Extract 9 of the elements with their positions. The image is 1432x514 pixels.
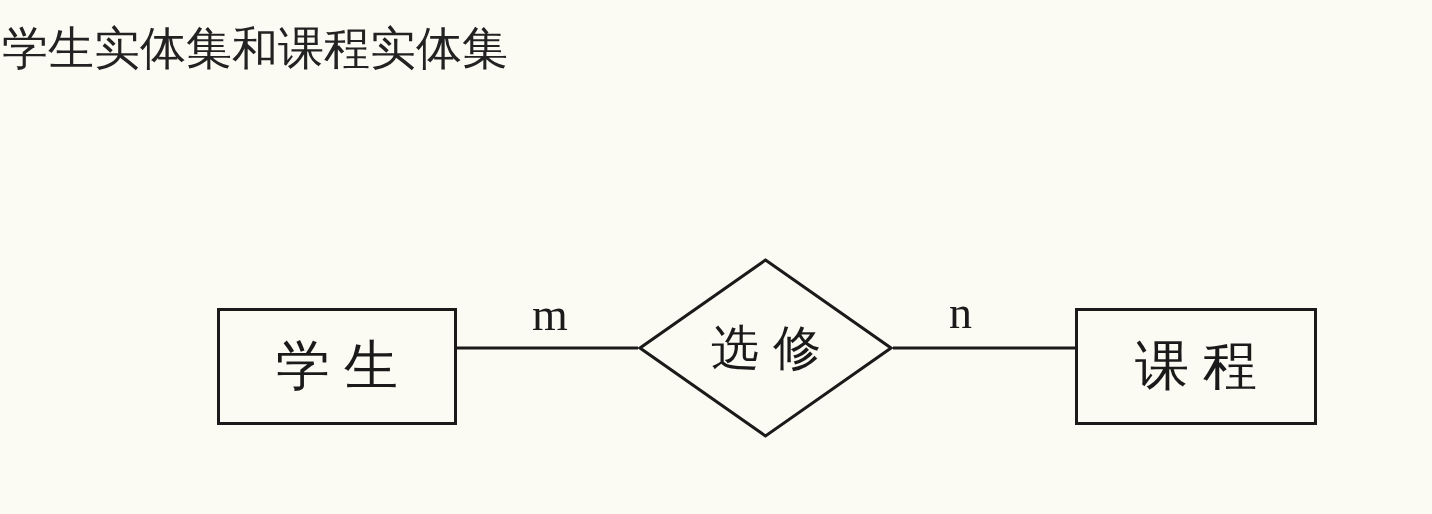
entity-box [217,308,457,425]
entity-name: 课程 [1134,335,1271,398]
relationship-diamond [638,258,893,438]
diagram-title: 学生实体集和课程实体集 [2,22,508,76]
entity-box [1075,308,1317,425]
connector-line [457,346,638,350]
relationship-name: 选修 [709,320,835,376]
connector-line [893,346,1075,350]
entity-name: 学生 [275,335,412,398]
